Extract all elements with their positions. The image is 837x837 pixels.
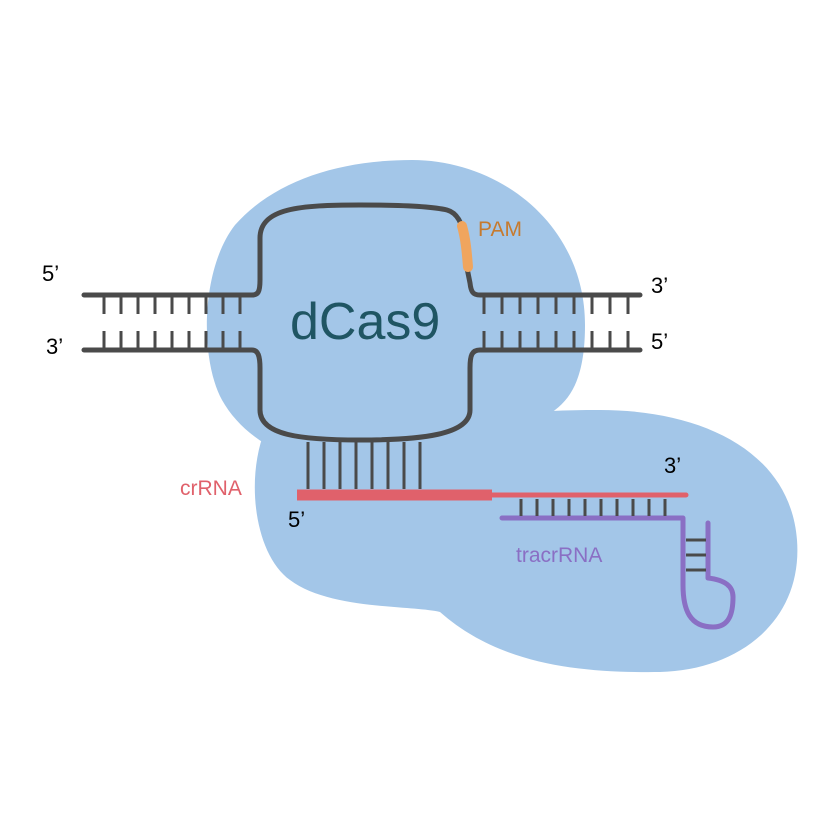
guide-rna [297,442,736,630]
dna-top-right-end-label: 3’ [651,273,668,298]
pam-segment [457,221,473,272]
crRNA-five-prime-label: 5’ [288,507,305,532]
protein-lower-lobe [254,410,798,673]
crRNA-three-prime-label: 3’ [664,453,681,478]
dna-bottom-right-end-label: 5’ [651,329,668,354]
dna-duplex [81,202,643,443]
dcas9-protein-blob [206,160,798,673]
crRNA-label: crRNA [180,477,242,500]
tracrRNA-label: tracrRNA [516,544,602,567]
tracrRNA-strand [499,515,736,630]
dna-bottom-left-end-label: 3’ [46,334,63,359]
dcas9-label: dCas9 [290,293,440,351]
dna-top-strand [81,202,643,298]
dna-bottom-strand [81,347,643,443]
rna-base-pair-ticks [306,442,706,572]
pam-label: PAM [478,218,522,241]
protein-main-lobe [206,160,585,472]
dna-top-left-end-label: 5’ [42,261,59,286]
dna-base-pair-ticks [102,297,630,348]
